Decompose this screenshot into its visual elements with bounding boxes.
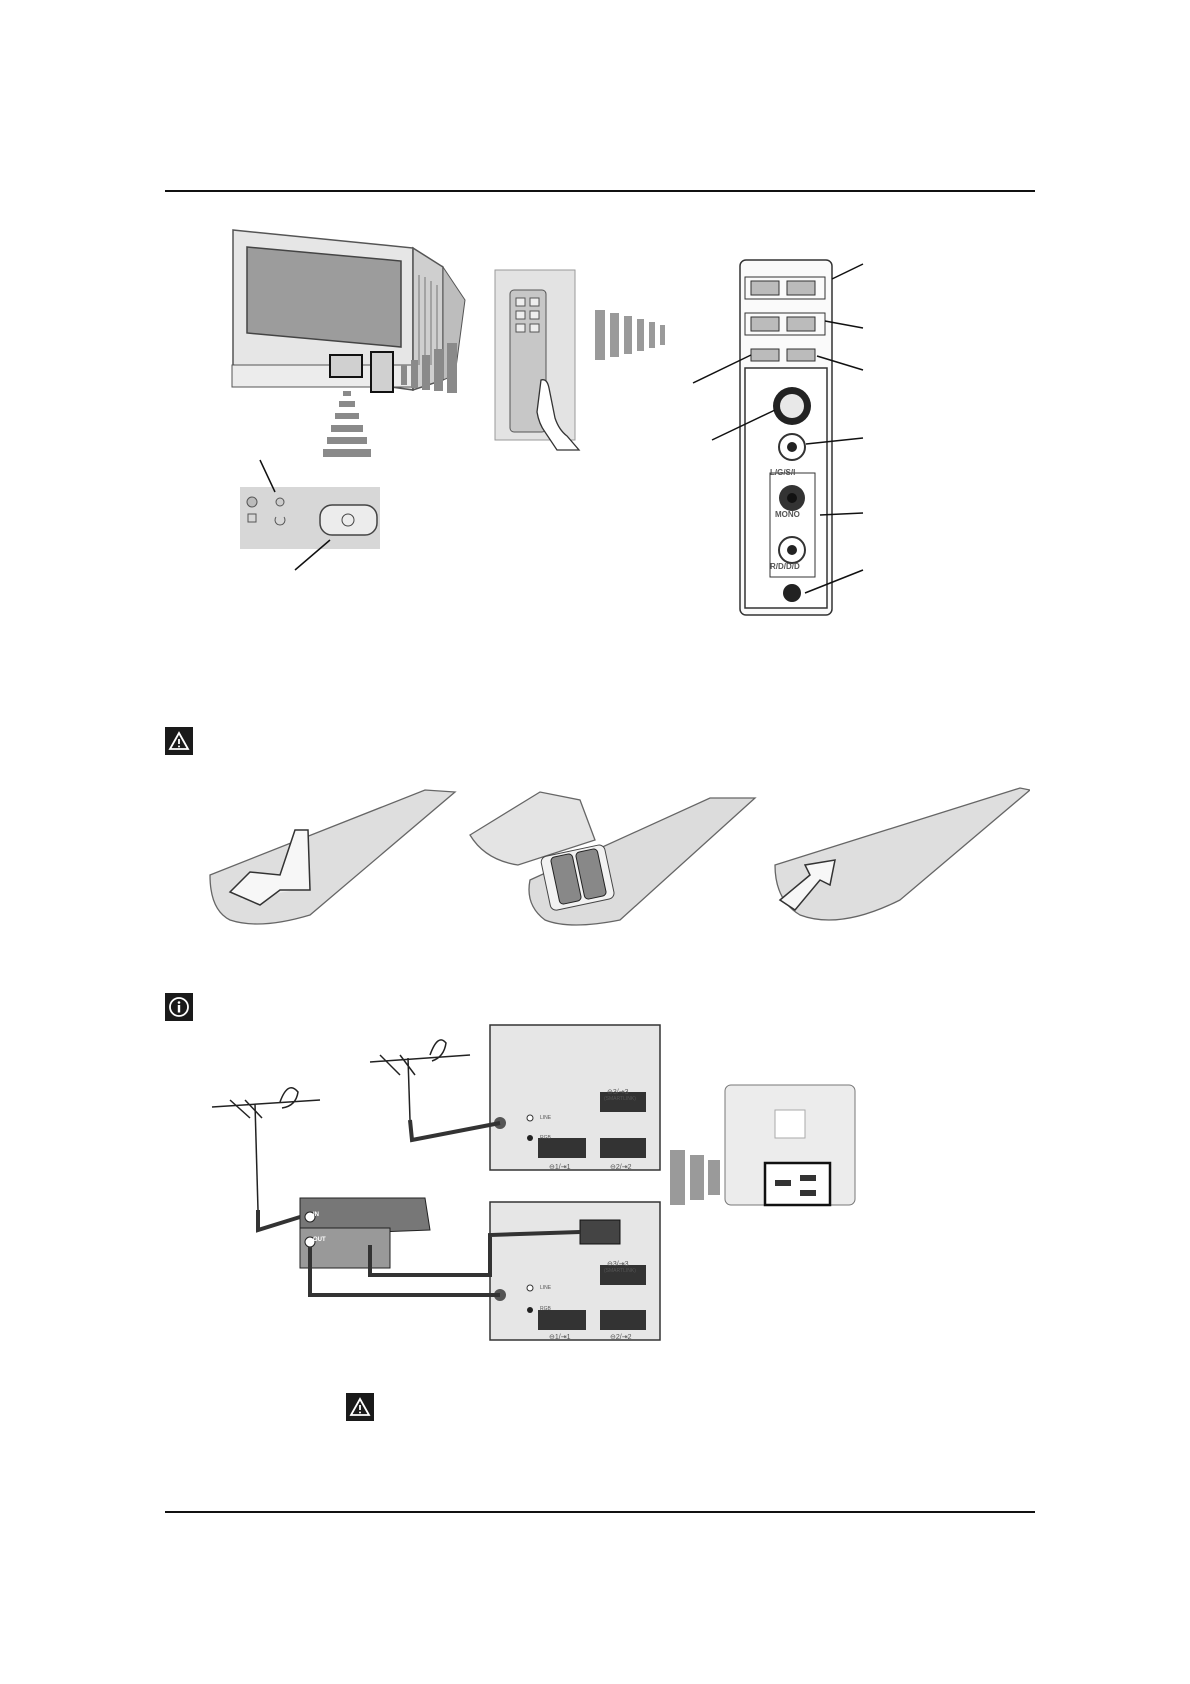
vcr-in-label: IN (313, 1212, 319, 1218)
battery-steps-illustration (209, 787, 1030, 926)
tv-back-drawing (724, 1084, 856, 1207)
scart-av2-label-lower: ⊖2/⇥2 (610, 1334, 632, 1341)
switch-rgb-lower: RGB (540, 1306, 551, 1312)
warning-triangle-icon-2 (346, 1393, 374, 1421)
connection-diagram (211, 1024, 856, 1341)
scart-av3-note-upper: (SMARTLINK) (604, 1096, 636, 1102)
info-icon (165, 993, 193, 1021)
switch-line-lower: LINE (540, 1285, 552, 1291)
tv-rear-panel-lower (489, 1201, 661, 1341)
aerial-upper (369, 1039, 471, 1121)
scart-av2-label-upper: ⊖2/⇥2 (610, 1164, 632, 1171)
scart-av3-label-lower: ⊖3/⇥3 (607, 1261, 629, 1268)
vcr-drawing (299, 1197, 431, 1269)
remote-step-2 (469, 791, 757, 926)
scart-av3-note-lower: (SMARTLINK) (604, 1268, 636, 1274)
cable-aerial-vcr (256, 1210, 301, 1233)
scart-av3-label-upper: ⊖3/⇥3 (607, 1089, 629, 1096)
switch-rgb-upper: RGB (540, 1135, 551, 1141)
signal-beam-rear (670, 1150, 720, 1205)
tv-overview-illustration (231, 229, 864, 616)
warning-triangle-icon (165, 727, 193, 755)
port-label-lgs: L/G/S/I (770, 468, 796, 477)
switch-line-upper: LINE (540, 1115, 552, 1121)
cable-scart (368, 1230, 581, 1277)
signal-beam-panel (595, 310, 665, 360)
front-power-panel (240, 459, 380, 571)
side-connection-panel (692, 259, 864, 616)
bottom-rule (165, 1511, 1035, 1513)
scart-av1-label-lower: ⊖1/⇥1 (549, 1334, 571, 1341)
cable-upper (408, 1119, 501, 1143)
signal-beam-right (401, 343, 457, 393)
tv-set-drawing (231, 229, 466, 393)
signal-beam-down (323, 391, 371, 457)
vcr-out-label: OUT (313, 1237, 326, 1243)
aerial-lower (211, 1087, 321, 1211)
tv-rear-panel-upper (489, 1024, 661, 1171)
cable-vcr-tv (308, 1247, 500, 1297)
remote-step-3 (774, 787, 1030, 921)
port-label-mono: MONO (775, 510, 800, 519)
port-label-rdd: R/D/D/D (770, 562, 800, 571)
side-door-drawing (494, 269, 581, 451)
remote-step-1 (209, 789, 457, 925)
top-rule (165, 190, 1035, 192)
scart-av1-label-upper: ⊖1/⇥1 (549, 1164, 571, 1171)
